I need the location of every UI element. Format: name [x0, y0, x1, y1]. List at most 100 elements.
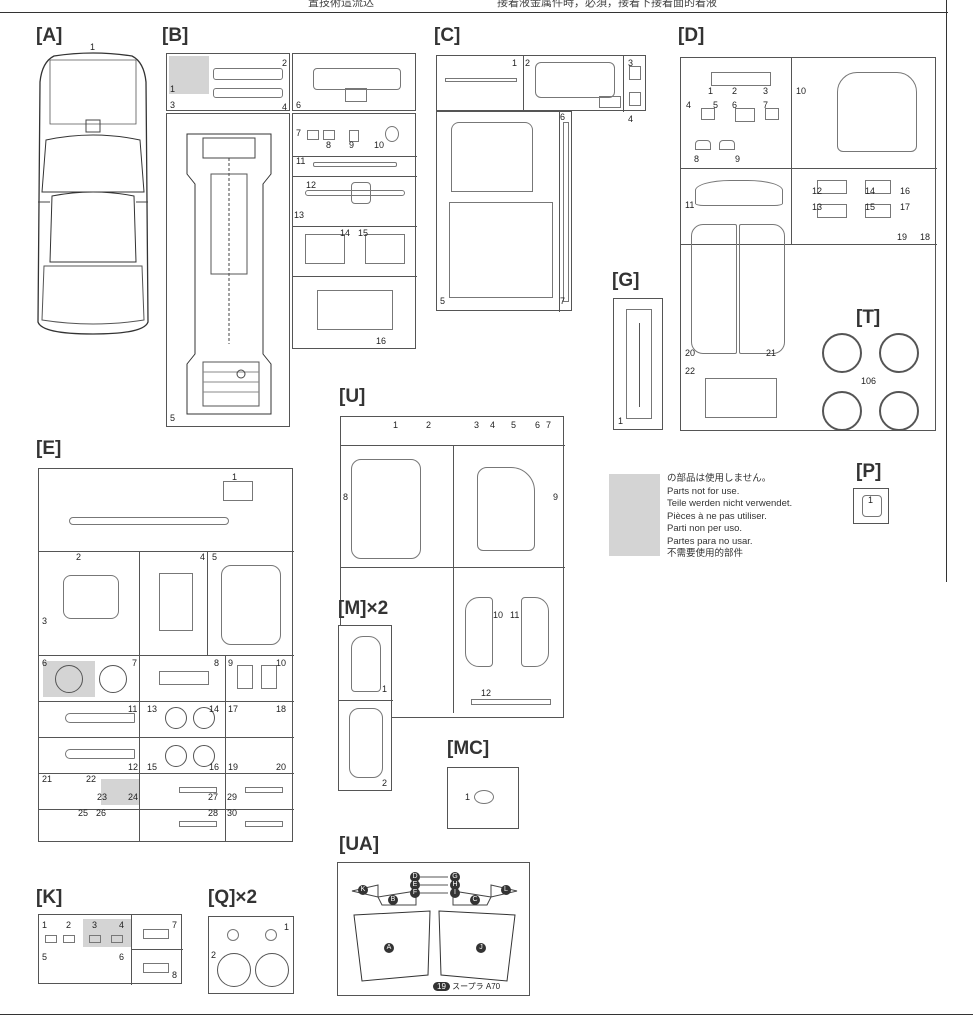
legend-line-zh: 不需要使用的部件 — [667, 548, 744, 559]
part-u-10: 10 — [493, 610, 504, 620]
part-e-9: 9 — [228, 658, 234, 668]
part-d-10: 10 — [796, 86, 807, 96]
part-ua-d: D — [410, 872, 420, 882]
part-u-3: 3 — [474, 420, 480, 430]
tire-4 — [879, 391, 919, 431]
part-b-4: 4 — [282, 102, 288, 112]
part-mc-1: 1 — [465, 792, 471, 802]
part-e-6: 6 — [42, 658, 48, 668]
part-d-18: 18 — [920, 232, 931, 242]
header-left-text: 置技術這流込 — [308, 0, 374, 9]
part-b-7: 7 — [296, 128, 302, 138]
part-d-11: 11 — [685, 200, 695, 210]
part-m-1: 1 — [382, 684, 388, 694]
part-e-10: 10 — [276, 658, 287, 668]
tire-1 — [822, 333, 862, 373]
sprue-e — [38, 468, 294, 842]
part-e-27: 27 — [208, 792, 219, 802]
part-ua-k: K — [358, 885, 368, 895]
part-k-4: 4 — [119, 920, 125, 930]
part-e-14: 14 — [209, 704, 220, 714]
part-ua-c: C — [470, 895, 480, 905]
part-d-9: 9 — [735, 154, 741, 164]
sprue-c-floor — [436, 111, 572, 312]
part-e-15: 15 — [147, 762, 158, 772]
part-d-13: 13 — [812, 202, 823, 212]
bottom-border — [0, 1014, 973, 1015]
label-u: [U] — [339, 386, 366, 407]
part-u-8: 8 — [343, 492, 349, 502]
part-b-1: 1 — [170, 84, 176, 94]
sprue-ua: D E F G H I K L B C A J — [337, 862, 530, 996]
sprue-b-top — [166, 53, 290, 111]
legend-line-en: Parts not for use. — [667, 485, 740, 497]
part-u-4: 4 — [490, 420, 496, 430]
part-e-26: 26 — [96, 808, 107, 818]
tire-3 — [822, 391, 862, 431]
part-ua-a: A — [384, 943, 394, 953]
part-d-4: 4 — [686, 100, 692, 110]
legend-line-jp: の部品は使用しません。 — [667, 473, 772, 484]
part-b-13: 13 — [294, 210, 305, 220]
part-b2-sketch — [213, 68, 283, 80]
label-p: [P] — [856, 461, 882, 482]
part-g-1: 1 — [618, 416, 624, 426]
part-u-11: 11 — [510, 610, 520, 620]
part-a-1: 1 — [90, 42, 96, 52]
page-footer: 19 スープラ A70 — [433, 981, 500, 992]
right-border — [946, 0, 947, 582]
label-a: [A] — [36, 25, 63, 46]
console-sketch — [345, 88, 367, 102]
part-d-6: 6 — [732, 100, 738, 110]
label-q: [Q]×2 — [208, 887, 258, 908]
part-d-21: 21 — [766, 348, 777, 358]
part-b-15: 15 — [358, 228, 369, 238]
part-c-7: 7 — [560, 296, 566, 306]
part-c-4: 4 — [628, 114, 634, 124]
legend-line-es: Partes para no usar. — [667, 535, 753, 547]
part-ua-b: B — [388, 895, 398, 905]
part-c-3: 3 — [628, 58, 634, 68]
label-d: [D] — [678, 25, 705, 46]
part-k-3: 3 — [92, 920, 98, 930]
part-e-24: 24 — [128, 792, 139, 802]
part-k-1: 1 — [42, 920, 48, 930]
part-e-20: 20 — [276, 762, 287, 772]
part-b-2: 2 — [282, 58, 288, 68]
part-ua-f: F — [410, 888, 420, 898]
part-b-8: 8 — [326, 140, 332, 150]
part-b-9: 9 — [349, 140, 355, 150]
part-e-7: 7 — [132, 658, 138, 668]
part-d-7: 7 — [763, 100, 769, 110]
sprue-p — [853, 488, 889, 524]
dashboard-sketch — [313, 68, 401, 90]
page-number: 19 — [433, 982, 450, 991]
legend-line-fr: Pièces à ne pas utiliser. — [667, 510, 767, 522]
part-b-6: 6 — [296, 100, 302, 110]
part-k-7: 7 — [172, 920, 178, 930]
part-u-1: 1 — [393, 420, 399, 430]
part-d-20: 20 — [685, 348, 696, 358]
part-e-13: 13 — [147, 704, 158, 714]
part-d-15: 15 — [865, 202, 876, 212]
part-e-3: 3 — [42, 616, 48, 626]
part-e-30: 30 — [227, 808, 238, 818]
part-b4-sketch — [213, 88, 283, 98]
part-e-11: 11 — [128, 704, 138, 714]
part-k-5: 5 — [42, 952, 48, 962]
part-d-3: 3 — [763, 86, 769, 96]
part-ua-j: J — [476, 943, 486, 953]
part-u-12: 12 — [481, 688, 492, 698]
part-b-12: 12 — [306, 180, 317, 190]
part-d-17: 17 — [900, 202, 911, 212]
part-e-21: 21 — [42, 774, 53, 784]
unused-part-b1 — [169, 56, 209, 94]
part-q-1: 1 — [284, 922, 290, 932]
sprue-c-top — [436, 55, 646, 112]
label-ua: [UA] — [339, 834, 380, 855]
part-d-16: 16 — [900, 186, 911, 196]
label-mc: [MC] — [447, 738, 490, 759]
label-e: [E] — [36, 438, 62, 459]
part-ua-h: H — [450, 880, 460, 890]
part-e-4: 4 — [200, 552, 206, 562]
